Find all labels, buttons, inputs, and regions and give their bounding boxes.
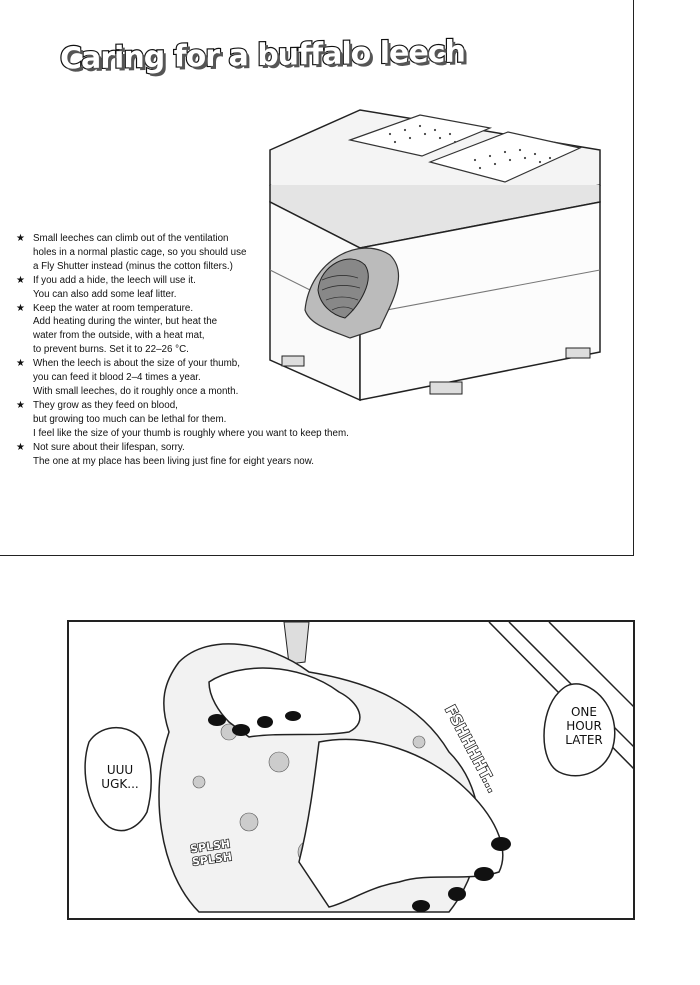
care-tips-list: ★ Small leeches can climb out of the ven… bbox=[16, 232, 376, 468]
speech-bubble-groan: UUU UGK... bbox=[101, 763, 139, 791]
sfx-splash: SPLSH SPLSH bbox=[189, 837, 234, 870]
star-icon: ★ bbox=[16, 302, 25, 314]
tip-item: ★ Not sure about their lifespan, sorry. … bbox=[16, 441, 315, 467]
manga-panel: UUU UGK... SPLSH SPLSH FSHHHHT... ONE HO… bbox=[67, 620, 635, 920]
star-icon: ★ bbox=[16, 399, 25, 411]
star-icon: ★ bbox=[16, 358, 25, 370]
tip-item: ★ They grow as they feed on blood, but g… bbox=[16, 399, 349, 439]
tip-item: ★ If you add a hide, the leech will use … bbox=[16, 274, 196, 300]
page-title: Caring for a buffalo leech bbox=[59, 33, 466, 77]
tip-item: ★ Small leeches can climb out of the ven… bbox=[16, 233, 247, 272]
plastic-cage-illustration bbox=[269, 109, 601, 402]
tip-item: ★ When the leech is about the size of yo… bbox=[16, 358, 240, 397]
hands-washing-illustration bbox=[84, 622, 633, 913]
tip-item: ★ Keep the water at room temperature. Ad… bbox=[16, 302, 218, 356]
star-icon: ★ bbox=[16, 233, 25, 244]
caption-time-skip: ONE HOUR LATER bbox=[565, 705, 603, 747]
star-icon: ★ bbox=[16, 274, 25, 286]
star-icon: ★ bbox=[16, 441, 25, 453]
care-guide-panel: Caring for a buffalo leech ★ bbox=[0, 0, 634, 556]
